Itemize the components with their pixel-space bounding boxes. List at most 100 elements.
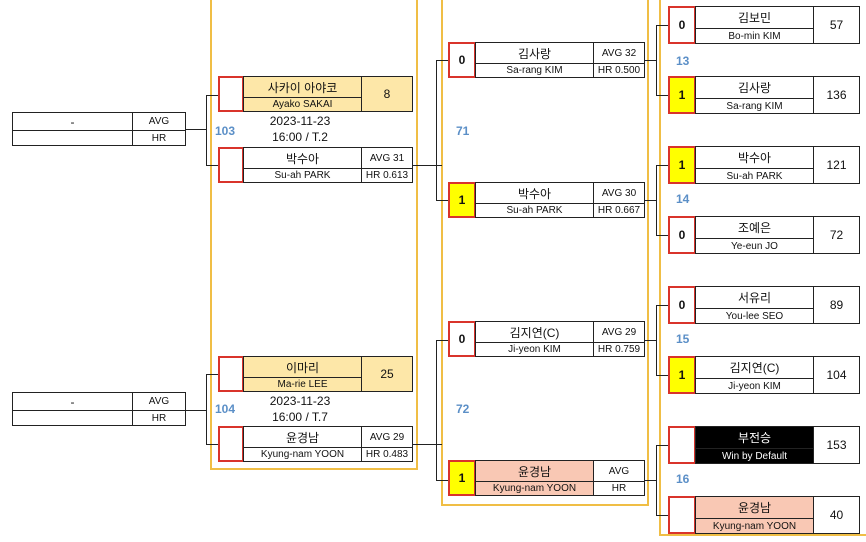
entry-card-bottom: 김사랑 136 Sa-rang KIM — [695, 75, 860, 114]
connector-line — [412, 444, 442, 445]
player-name-en: Kyung-nam YOON — [475, 481, 594, 496]
player-name-ko: 윤경남 — [243, 426, 362, 448]
player-hr: HR 0.759 — [593, 342, 645, 357]
match-number: 15 — [676, 332, 690, 346]
connector-line — [206, 95, 218, 96]
score: 25 — [361, 356, 413, 392]
connector-line — [436, 60, 448, 61]
player-name-ko: 윤경남 — [475, 460, 594, 482]
entry-hr: HR — [132, 410, 186, 426]
player-name-ko: 김사랑 — [475, 42, 594, 64]
entry-name: - — [12, 111, 133, 132]
connector-line — [645, 200, 656, 201]
player-hr: HR 0.483 — [361, 447, 413, 462]
connector-line — [412, 165, 442, 166]
entry-card-bottom: 박수아 AVG 31 Su-ah PARK HR 0.613 — [243, 147, 413, 183]
connector-line — [656, 95, 668, 96]
score: 40 — [813, 496, 860, 534]
player-name-ko: 사카이 아야코 — [243, 76, 362, 98]
connector-line — [206, 95, 207, 165]
connector-line — [656, 305, 668, 306]
entry-hr: HR — [132, 130, 186, 146]
player-avg: AVG 31 — [361, 147, 413, 169]
entry-card-bottom: 윤경남 40 Kyung-nam YOON — [695, 495, 860, 534]
match-date: 2023-11-23 — [269, 394, 331, 408]
match-number: 13 — [676, 54, 690, 68]
entry-card-top: 김사랑 AVG 32 Sa-rang KIM HR 0.500 — [475, 42, 645, 78]
entry-card-bottom: 박수아 AVG 30 Su-ah PARK HR 0.667 — [475, 182, 645, 218]
entry-card-top: 부전승 153 Win by Default — [695, 425, 860, 464]
connector-line — [656, 235, 668, 236]
match-number: 72 — [456, 402, 470, 416]
player-name-en: Su-ah PARK — [475, 203, 594, 218]
seed-box — [218, 426, 244, 462]
player-name-en: Bo-min KIM — [695, 28, 814, 44]
player-name-en: Sa-rang KIM — [475, 63, 594, 78]
player-name-ko: 부전승 — [695, 425, 814, 450]
connector-line — [206, 165, 218, 166]
score: 89 — [813, 286, 860, 324]
player-name-ko: 박수아 — [475, 182, 594, 204]
entry-card-top: 이마리 25 Ma-rie LEE — [243, 356, 413, 392]
entry-card-top: 사카이 아야코 8 Ayako SAKAI — [243, 76, 413, 112]
player-name-en: Ye-eun JO — [695, 238, 814, 254]
entry-card-r0-1: - AVG HR — [12, 111, 186, 146]
connector-line — [645, 480, 656, 481]
player-name-ko: 김지연(C) — [475, 321, 594, 343]
seed-box — [218, 76, 244, 112]
seed-box — [668, 426, 696, 464]
score: 121 — [813, 146, 860, 184]
player-name-en: Ayako SAKAI — [243, 97, 362, 112]
connector-line — [656, 515, 668, 516]
seed-box — [218, 356, 244, 392]
column-frame-r1 — [210, 0, 418, 470]
player-hr: HR 0.500 — [593, 63, 645, 78]
player-name-en: Ji-yeon KIM — [695, 378, 814, 394]
column-frame-r2 — [441, 0, 649, 506]
connector-line — [656, 165, 657, 235]
player-name-ko: 서유리 — [695, 285, 814, 310]
connector-line — [436, 480, 448, 481]
player-name-en: Sa-rang KIM — [695, 98, 814, 114]
player-avg: AVG 29 — [361, 426, 413, 448]
score: 57 — [813, 6, 860, 44]
connector-line — [206, 374, 207, 444]
connector-line — [656, 445, 668, 446]
entry-avg: AVG — [132, 391, 186, 412]
score: 8 — [361, 76, 413, 112]
player-name-en: Ma-rie LEE — [243, 377, 362, 392]
match-number: 103 — [215, 124, 236, 138]
player-avg: AVG 29 — [593, 321, 645, 343]
seed-box — [218, 147, 244, 183]
entry-card-bottom: 김지연(C) 104 Ji-yeon KIM — [695, 355, 860, 394]
player-hr: HR 0.667 — [593, 203, 645, 218]
entry-card-top: 서유리 89 You-lee SEO — [695, 285, 860, 324]
connector-line — [656, 305, 657, 375]
player-name-en: Kyung-nam YOON — [695, 518, 814, 534]
player-name-ko: 박수아 — [695, 145, 814, 170]
match-time-table: 16:00 / T.7 — [272, 410, 328, 424]
connector-line — [436, 60, 437, 200]
connector-line — [645, 60, 656, 61]
connector-line — [645, 340, 656, 341]
seed-box — [668, 496, 696, 534]
connector-line — [436, 200, 448, 201]
seed-box: 0 — [448, 42, 476, 78]
seed-box: 0 — [668, 6, 696, 44]
player-name-ko: 김지연(C) — [695, 355, 814, 380]
entry-card-top: 김보민 57 Bo-min KIM — [695, 5, 860, 44]
connector-line — [656, 25, 668, 26]
connector-line — [186, 410, 206, 411]
player-avg: AVG 32 — [593, 42, 645, 64]
connector-line — [206, 374, 218, 375]
entry-name-en — [12, 130, 133, 146]
player-avg: AVG — [593, 460, 645, 482]
entry-avg: AVG — [132, 111, 186, 132]
player-hr: HR — [593, 481, 645, 496]
seed-box: 0 — [668, 286, 696, 324]
entry-card-top: 김지연(C) AVG 29 Ji-yeon KIM HR 0.759 — [475, 321, 645, 357]
seed-box-winner: 1 — [668, 356, 696, 394]
seed-box-winner: 1 — [668, 146, 696, 184]
seed-box-winner: 1 — [448, 460, 476, 496]
match-number: 104 — [215, 402, 236, 416]
